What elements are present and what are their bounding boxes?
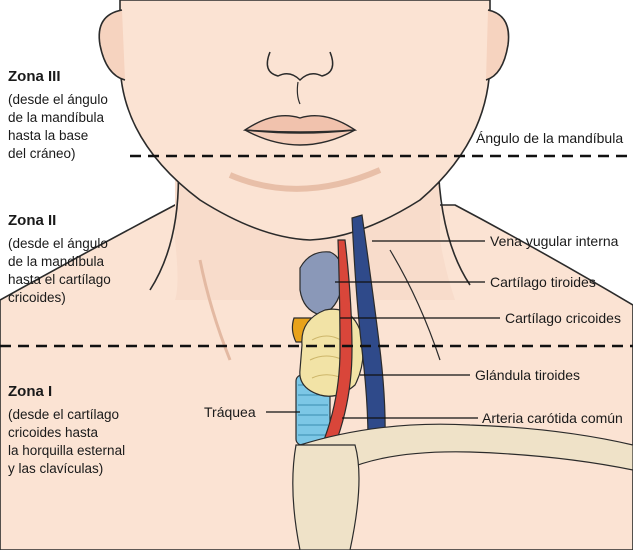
label-vena-yugular: Vena yugular interna bbox=[490, 233, 618, 249]
zone-1: Zona I (desde el cartílago cricoides has… bbox=[8, 383, 158, 478]
zone-1-description: (desde el cartílago cricoides hasta la h… bbox=[8, 406, 158, 478]
label-arteria-carotida: Arteria carótida común bbox=[482, 410, 623, 426]
zone-3-title: Zona III bbox=[8, 68, 158, 86]
label-angulo-mandibula: Ángulo de la mandíbula bbox=[476, 130, 623, 146]
zone-2-description: (desde el ángulo de la mandíbula hasta e… bbox=[8, 235, 158, 307]
zone-3: Zona III (desde el ángulo de la mandíbul… bbox=[8, 68, 158, 163]
thyroid-gland bbox=[300, 309, 363, 396]
zone-2: Zona II (desde el ángulo de la mandíbula… bbox=[8, 212, 158, 307]
zone-3-description: (desde el ángulo de la mandíbula hasta l… bbox=[8, 91, 158, 163]
label-cartilago-cricoides: Cartílago cricoides bbox=[505, 310, 621, 326]
zone-1-title: Zona I bbox=[8, 383, 158, 401]
label-cartilago-tiroides: Cartílago tiroides bbox=[490, 274, 596, 290]
sternum bbox=[293, 445, 359, 550]
label-glandula-tiroides: Glándula tiroides bbox=[475, 367, 580, 383]
zone-2-title: Zona II bbox=[8, 212, 158, 230]
label-traquea: Tráquea bbox=[204, 404, 256, 420]
right-ear bbox=[486, 10, 509, 80]
